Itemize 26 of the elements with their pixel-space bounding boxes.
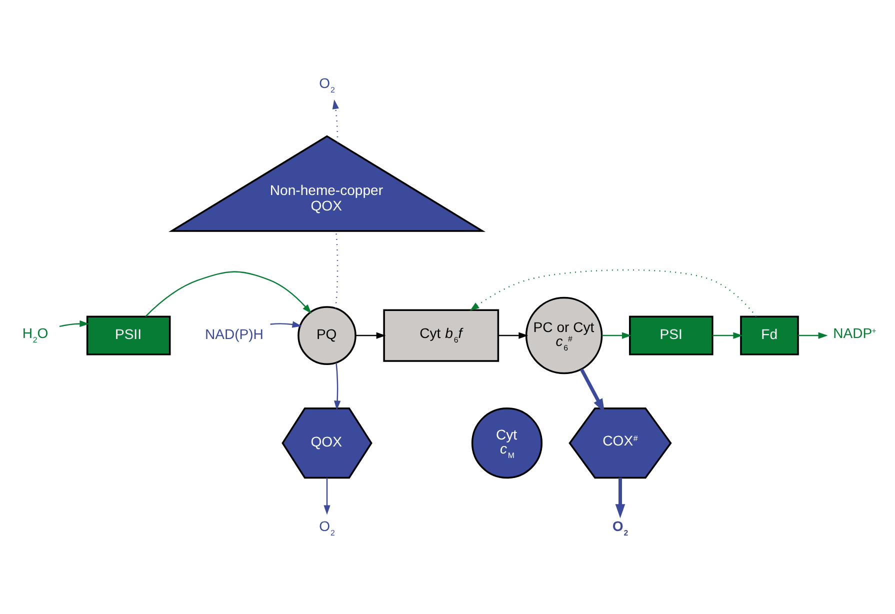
arrow [324, 478, 330, 515]
arrow [615, 478, 626, 518]
arrow [334, 362, 341, 410]
arrow [356, 332, 386, 339]
node-box: Cyt b$_{6}$f [383, 309, 500, 362]
node-text: H$_{2}$O [22, 324, 48, 344]
node-box: PSI [629, 316, 714, 356]
arrow [145, 271, 312, 317]
node-text: O$_{2}$ [319, 518, 335, 538]
node-text: NADP$^{+}$ [833, 324, 876, 341]
arrow [470, 269, 757, 317]
arrow [59, 320, 90, 328]
node-box: PSII [86, 316, 171, 356]
arrow [712, 332, 743, 339]
node-box: Fd [740, 316, 799, 356]
arrow [798, 332, 828, 339]
connector [334, 231, 338, 308]
node-circle: PQ [298, 306, 356, 365]
arrow [332, 100, 339, 143]
node-text: O$_{2}$ [612, 518, 628, 538]
arrow [270, 321, 302, 328]
arrow [602, 332, 632, 339]
node-text: O$_{2}$ [319, 74, 335, 94]
node-circle: Cyt c$_{M}$ [471, 408, 543, 479]
node-text: NAD(P)H [204, 326, 264, 342]
arrow [498, 332, 528, 339]
